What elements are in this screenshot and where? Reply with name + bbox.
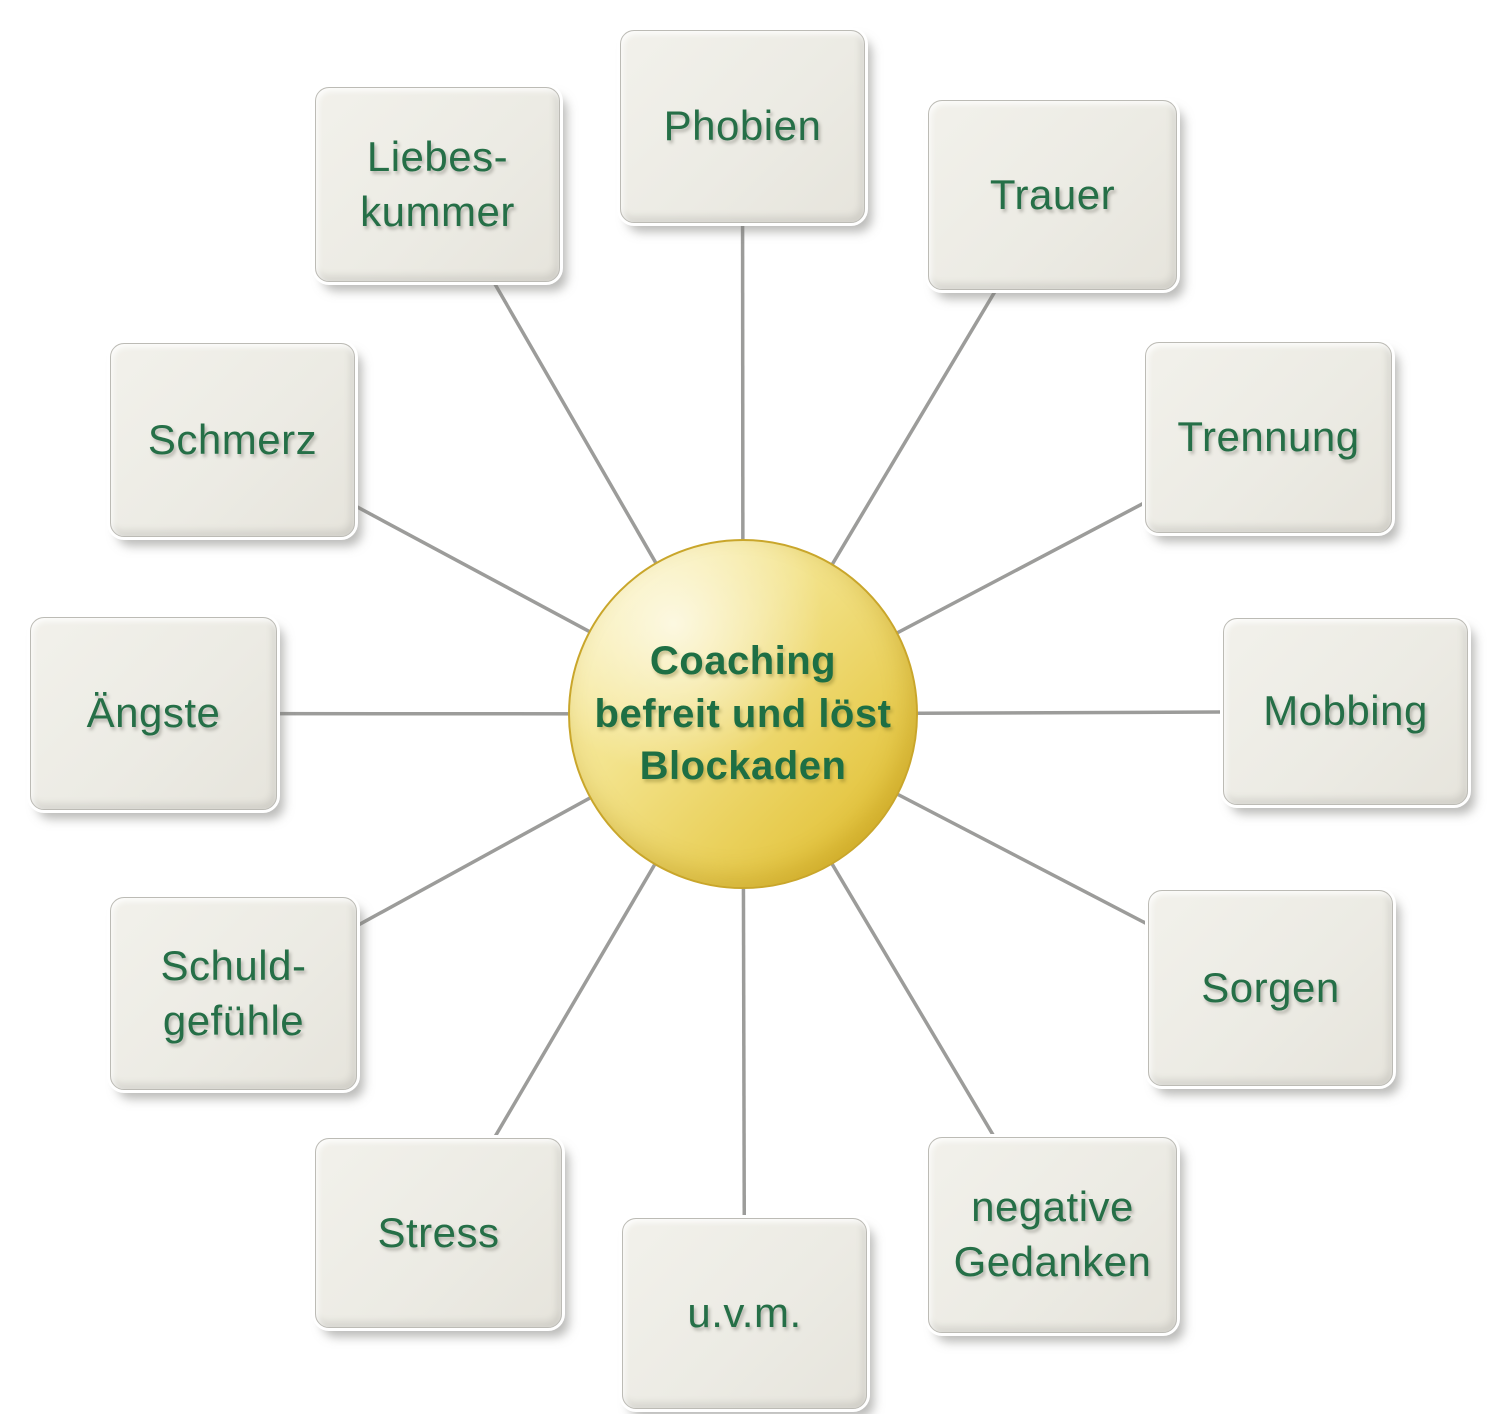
node-label: Trennung	[1177, 413, 1360, 461]
node-label: u.v.m.	[687, 1289, 802, 1337]
node-label: Sorgen	[1201, 963, 1340, 1011]
center-circle: Coaching befreit und löst Blockaden	[568, 539, 918, 889]
node-trennung: Trennung	[1145, 342, 1392, 533]
node-mobbing: Mobbing	[1223, 618, 1468, 805]
node-liebeskummer: Liebes- kummer	[315, 87, 560, 282]
node-phobien: Phobien	[620, 30, 865, 223]
node-aengste: Ängste	[30, 617, 277, 810]
node-uvm: u.v.m.	[622, 1218, 867, 1409]
node-label: Schmerz	[147, 415, 318, 463]
node-schuldgefuehle: Schuld- gefühle	[110, 897, 357, 1090]
center-label: Coaching befreit und löst Blockaden	[594, 638, 892, 789]
node-stress: Stress	[315, 1138, 562, 1328]
node-trauer: Trauer	[928, 100, 1177, 290]
node-label: negative Gedanken	[953, 1183, 1152, 1285]
node-label: Ängste	[86, 689, 221, 737]
node-sorgen: Sorgen	[1148, 890, 1393, 1086]
node-label: Stress	[377, 1208, 500, 1256]
node-label: Mobbing	[1263, 687, 1428, 735]
node-negative-gedanken: negative Gedanken	[928, 1137, 1177, 1333]
node-schmerz: Schmerz	[110, 343, 355, 537]
node-label: Schuld- gefühle	[160, 941, 307, 1044]
node-label: Phobien	[663, 102, 822, 150]
node-label: Trauer	[989, 170, 1116, 218]
node-label: Liebes- kummer	[360, 132, 515, 235]
